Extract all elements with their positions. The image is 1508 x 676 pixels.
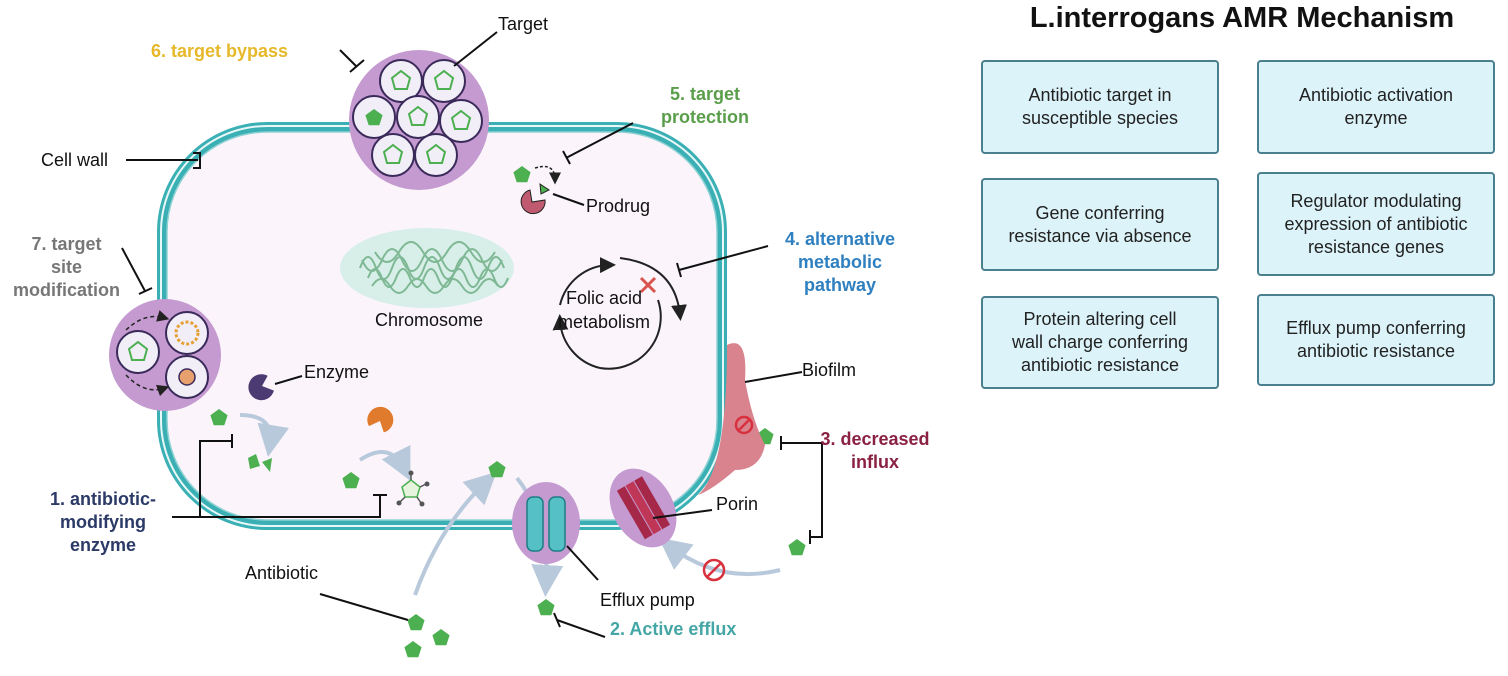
chromosome (340, 228, 514, 308)
legend-title: L.interrogans AMR Mechanism (1029, 2, 1455, 34)
blocked-x-icon (639, 276, 657, 294)
chromosome-label: Chromosome (375, 310, 484, 330)
mechanism-6-label: 6. target bypass (151, 41, 289, 61)
target-cluster (349, 50, 489, 190)
mechanism-1-label: 1. antibiotic- modifying enzyme (49, 489, 156, 555)
enzyme-orange-icon (367, 406, 394, 433)
mechanism-2-label: 2. Active efflux (610, 619, 737, 639)
legend-card: Efflux pump conferring antibiotic resist… (1257, 294, 1495, 386)
legend-card: Antibiotic target in susceptible species (981, 60, 1219, 154)
amr-diagram (109, 31, 823, 658)
legend-card: Gene conferring resistance via absence (981, 178, 1219, 271)
prodrug-icon (513, 165, 561, 215)
target-label: Target (498, 14, 549, 34)
leader-lines (126, 31, 803, 621)
antibiotic-label: Antibiotic (245, 563, 319, 583)
enzyme-purple-icon (248, 374, 274, 401)
legend-card: Regulator modulating expression of antib… (1257, 172, 1495, 276)
antibiotic-molecules (210, 409, 806, 658)
mechanism-4-label: 4. alternative metabolic pathway (784, 229, 896, 295)
enzyme-label: Enzyme (304, 362, 370, 382)
legend-card: Antibiotic activation enzyme (1257, 60, 1495, 154)
legend-card: Protein altering cell wall charge confer… (981, 296, 1219, 389)
degraded-antibiotic-icon (396, 470, 430, 507)
porin-label: Porin (716, 494, 759, 514)
efflux-pump (512, 482, 580, 564)
cytoplasm (167, 132, 717, 520)
inhibition-lines (121, 49, 823, 638)
cell-wall-label: Cell wall (41, 150, 109, 170)
porin (609, 468, 677, 548)
folic-acid-label: Folic acid metabolism (558, 288, 651, 332)
folic-acid-cycle (552, 257, 687, 370)
biofilm-label: Biofilm (802, 360, 857, 380)
efflux-pump-label: Efflux pump (600, 590, 695, 610)
mechanism-3-label: 3. decreased influx (820, 429, 930, 472)
mechanism-7-label: 7. target site modification (13, 234, 120, 300)
prodrug-label: Prodrug (586, 196, 651, 216)
no-entry-icon (702, 415, 754, 582)
biofilm (698, 343, 765, 495)
modified-target-cluster (109, 299, 221, 411)
mechanism-5-label: 5. target protection (661, 84, 749, 127)
